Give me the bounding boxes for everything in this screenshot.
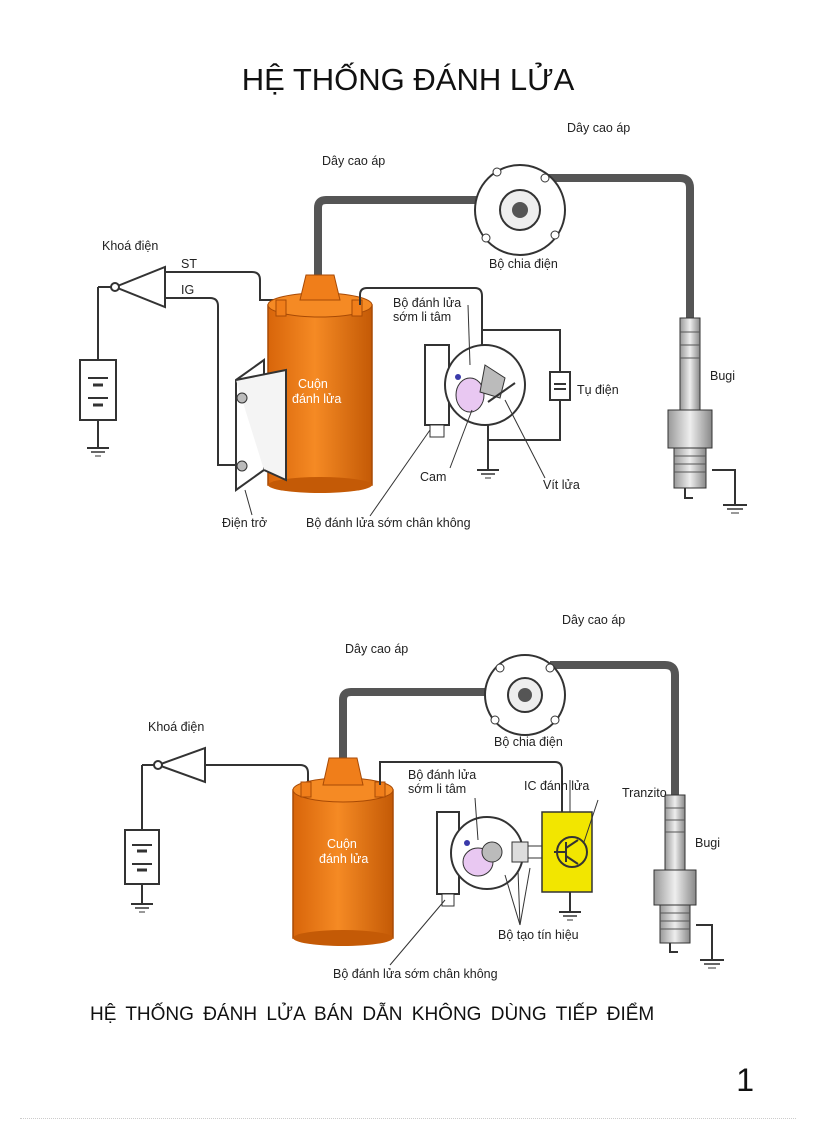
battery <box>124 829 160 913</box>
ig-label: IG <box>181 283 194 297</box>
diagram-contact-ignition: Cuộn đánh lửa <box>79 121 747 530</box>
hv-wire-right-label: Dây cao áp <box>562 613 625 627</box>
ignition-switch-label: Khoá điện <box>102 239 158 253</box>
centrifugal-label-line2: sớm li tâm <box>408 782 466 796</box>
centrifugal-label-line1: Bộ đánh lửa <box>393 296 461 310</box>
signal-distributor <box>436 811 543 907</box>
transistor-label: Tranzito <box>622 786 667 800</box>
ignition-switch <box>97 265 275 466</box>
coil-label-line1: Cuộn <box>298 377 328 391</box>
distributor-cap <box>484 654 566 736</box>
st-label: ST <box>181 257 197 271</box>
battery <box>79 359 117 457</box>
hv-wire-distributor-to-plug <box>550 661 679 795</box>
footer-divider <box>20 1118 796 1119</box>
signal-generator-label: Bộ tạo tín hiệu <box>498 928 579 942</box>
primary-wire <box>379 761 563 812</box>
primary-wire <box>359 287 483 345</box>
vacuum-advance-label: Bộ đánh lửa sớm chân không <box>333 967 498 981</box>
page-number: 1 <box>736 1062 754 1098</box>
spark-plug <box>667 317 747 514</box>
cam-label: Cam <box>420 470 446 484</box>
spark-plug <box>653 794 724 969</box>
ic-label: IC đánh lửa <box>524 779 589 793</box>
vacuum-advance-label: Bộ đánh lửa sớm chân không <box>306 516 471 530</box>
ignition-coil: Cuộn đánh lửa <box>292 757 394 946</box>
capacitor-wire <box>482 329 561 441</box>
hv-wire-left-label: Dây cao áp <box>345 642 408 656</box>
centrifugal-label-line2: sớm li tâm <box>393 310 451 324</box>
spark-plug-label: Bugi <box>710 369 735 383</box>
coil-label-line2: đánh lửa <box>319 852 368 866</box>
hv-wire-right-label: Dây cao áp <box>567 121 630 135</box>
contact-breaker <box>424 344 526 479</box>
distributor-label: Bộ chia điện <box>489 257 558 271</box>
capacitor <box>549 371 571 401</box>
ignition-switch <box>141 746 309 830</box>
coil-label-line1: Cuộn <box>327 837 357 851</box>
ignition-switch-label: Khoá điện <box>148 720 204 734</box>
distributor-label: Bộ chia điện <box>494 735 563 749</box>
diagram-electronic-ignition: Cuộn đánh lửa <box>124 613 724 981</box>
hv-wire-left-label: Dây cao áp <box>322 154 385 168</box>
spark-plug-label: Bugi <box>695 836 720 850</box>
distributor-cap <box>474 164 566 256</box>
coil-label-line2: đánh lửa <box>292 392 341 406</box>
hv-wire-coil-to-distributor <box>339 688 518 758</box>
contact-points-label: Vít lửa <box>543 478 580 492</box>
hv-wire-coil-to-distributor <box>314 196 510 275</box>
page-title: HỆ THỐNG ĐÁNH LỬA <box>241 62 575 97</box>
capacitor-label: Tụ điện <box>577 383 619 397</box>
resistor <box>235 358 287 492</box>
diagram-caption: HỆ THỐNG ĐÁNH LỬA BÁN DẪN KHÔNG DÙNG TIẾ… <box>90 1004 655 1025</box>
resistor-label: Điện trở <box>222 516 267 530</box>
ic-module <box>541 811 593 921</box>
centrifugal-label-line1: Bộ đánh lửa <box>408 768 476 782</box>
hv-wire-distributor-to-plug <box>548 174 694 318</box>
